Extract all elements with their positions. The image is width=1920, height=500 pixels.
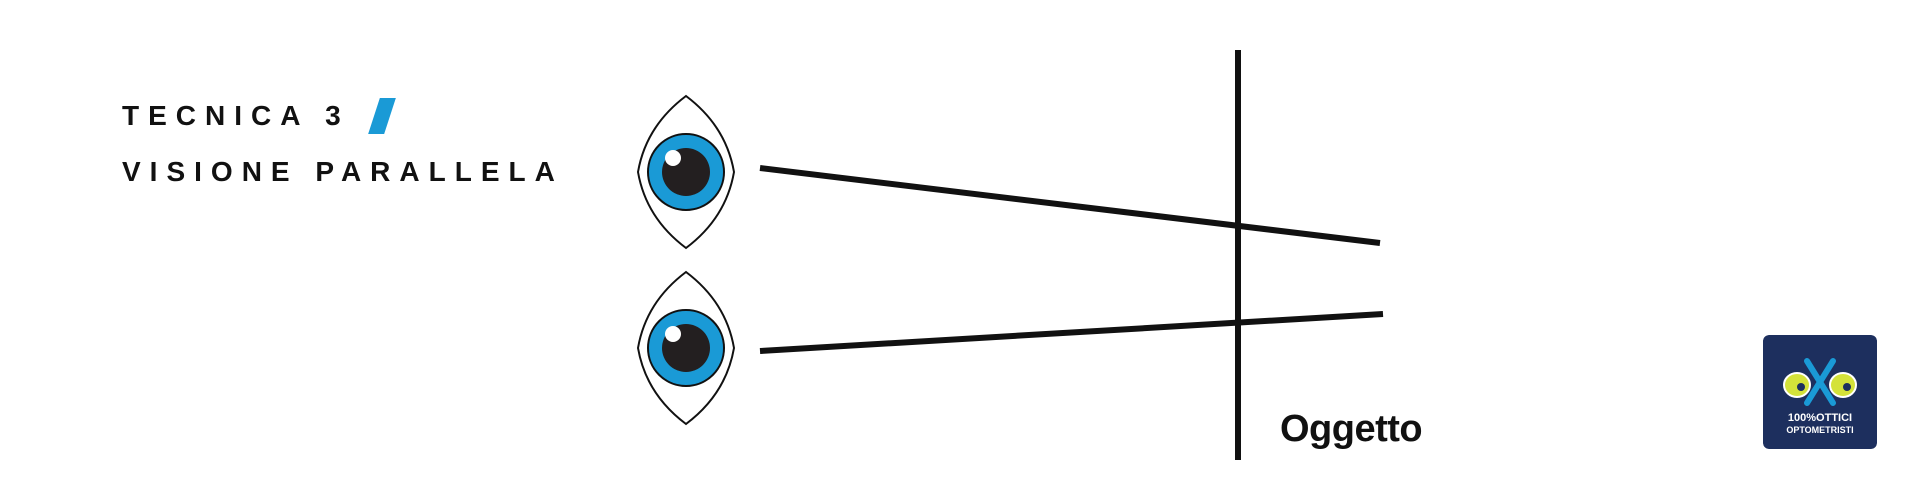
title-row-1: TECNICA 3	[122, 88, 564, 144]
logo-text-line1: 100%OTTICI	[1788, 412, 1852, 424]
technique-name-title: VISIONE PARALLELA	[122, 156, 564, 187]
upper-sight-line	[759, 165, 1381, 246]
logo-eyes-icon	[1783, 358, 1857, 406]
upper-eye-highlight	[665, 150, 681, 166]
title-block: TECNICA 3 VISIONE PARALLELA	[122, 88, 564, 200]
eye-icon	[636, 270, 736, 426]
object-label: Oggetto	[1280, 408, 1423, 450]
logo-background	[1763, 335, 1877, 449]
lower-eye-highlight	[665, 326, 681, 342]
lower-sight-line	[759, 311, 1384, 354]
logo-text-line2: OPTOMETRISTI	[1786, 425, 1853, 435]
brand-logo: 100%OTTICI OPTOMETRISTI	[1763, 335, 1877, 449]
technique-number-title: TECNICA 3	[122, 100, 350, 131]
eye-icon	[636, 94, 736, 250]
